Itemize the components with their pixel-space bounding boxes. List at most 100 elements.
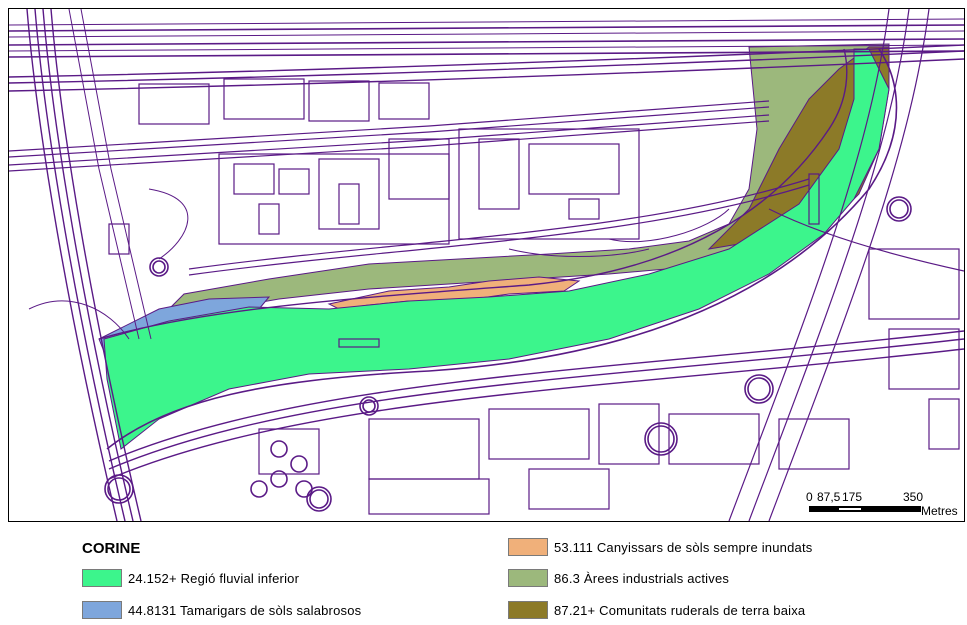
building-outline — [528, 468, 610, 510]
cadastral-linework — [9, 9, 964, 521]
map-line — [108, 348, 964, 480]
building-outline — [378, 82, 430, 120]
map-line — [768, 9, 930, 521]
roundabout — [107, 477, 131, 501]
scale-bar-segment — [839, 508, 861, 510]
building-outline — [598, 403, 660, 465]
building-outline — [668, 413, 760, 465]
map-line — [9, 24, 964, 32]
building-outline — [108, 223, 130, 255]
legend-title: CORINE — [82, 540, 141, 557]
building-outline — [568, 198, 600, 220]
legend-label: 86.3 Àrees industrials actives — [554, 570, 730, 586]
roundabout — [270, 470, 288, 488]
building-outline — [808, 173, 820, 225]
map-line — [108, 330, 964, 462]
building-outline — [368, 418, 480, 480]
roundabout — [149, 257, 169, 277]
map-line — [34, 9, 126, 521]
building-outline — [338, 338, 380, 348]
roundabout — [152, 260, 166, 274]
map-line — [9, 44, 964, 78]
building-outline — [308, 80, 370, 122]
map-line — [9, 50, 964, 84]
map-line — [188, 184, 810, 276]
scale-bar — [809, 506, 921, 512]
building-outline — [388, 138, 450, 200]
legend-item-tamarisk: 44.8131 Tamarigars de sòls salabrosos — [82, 600, 361, 620]
legend-label: 53.111 Canyissars de sòls sempre inundat… — [554, 539, 813, 555]
map-line — [608, 208, 730, 243]
map-line — [106, 48, 898, 450]
map-line — [9, 38, 964, 46]
building-outline — [458, 128, 640, 240]
legend-item-ruderal: 87.21+ Comunitats ruderals de terra baix… — [508, 600, 805, 620]
building-outline — [528, 143, 620, 195]
map-line — [68, 9, 140, 340]
building-outline — [488, 408, 590, 460]
map-line — [9, 44, 964, 52]
scale-tick-label-3: 350 — [903, 490, 924, 504]
building-outline — [368, 478, 490, 515]
roundabout — [647, 425, 675, 453]
map-line — [508, 248, 650, 257]
roundabout — [886, 196, 912, 222]
scale-bar-segment — [809, 506, 921, 512]
scale-unit-label: Metres — [921, 504, 958, 518]
roundabout — [250, 480, 268, 498]
legend-label: 87.21+ Comunitats ruderals de terra baix… — [554, 602, 806, 618]
roundabout — [747, 377, 771, 401]
legend-item-reedbed: 53.111 Canyissars de sòls sempre inundat… — [508, 537, 812, 557]
river-polygon — [103, 48, 890, 450]
legend-label: 24.152+ Regió fluvial inferior — [128, 570, 300, 586]
building-outline — [138, 83, 210, 125]
building-outline — [233, 163, 275, 195]
map-line — [42, 9, 134, 521]
map-line — [80, 9, 152, 340]
scale-tick-label-0: 0 — [806, 490, 813, 504]
building-outline — [868, 248, 960, 320]
roundabout — [104, 474, 134, 504]
roundabout — [744, 374, 774, 404]
roundabout — [309, 489, 329, 509]
map-line — [9, 106, 770, 158]
scale-tick-label-2: 175 — [842, 490, 863, 504]
building-outline — [888, 328, 960, 390]
map-line — [98, 48, 848, 340]
building-outline — [338, 183, 360, 225]
building-outline — [318, 158, 380, 230]
legend-swatch — [82, 569, 122, 587]
legend-swatch — [82, 601, 122, 619]
map-line — [728, 9, 890, 521]
map-line — [9, 58, 964, 92]
map-line — [148, 188, 189, 260]
map-line — [9, 30, 964, 38]
map-line — [9, 100, 770, 152]
legend-swatch — [508, 601, 548, 619]
map-line — [108, 338, 964, 470]
roundabout — [359, 396, 379, 416]
map-line — [188, 178, 810, 270]
map-line — [768, 208, 964, 272]
scale-tick-label-1: 87,5 — [817, 490, 841, 504]
building-outline — [278, 168, 310, 195]
roundabout — [644, 422, 678, 456]
map-frame[interactable]: 0 87,5 175 350 Metres — [8, 8, 965, 522]
building-outline — [778, 418, 850, 470]
roundabout — [306, 486, 332, 512]
roundabout — [290, 455, 308, 473]
roundabout — [889, 199, 909, 219]
map-line — [50, 9, 142, 521]
building-outline — [223, 78, 305, 120]
map-canvas — [9, 9, 964, 521]
building-outline — [928, 398, 960, 450]
map-line — [9, 120, 770, 172]
legend-swatch — [508, 538, 548, 556]
legend-item-industrial: 86.3 Àrees industrials actives — [508, 568, 729, 588]
map-line — [9, 18, 964, 26]
building-outline — [258, 203, 280, 235]
roundabout — [362, 399, 376, 413]
map-legend: CORINE 24.152+ Regió fluvial inferior 44… — [0, 530, 967, 625]
map-line — [28, 300, 130, 340]
map-line — [26, 9, 118, 521]
